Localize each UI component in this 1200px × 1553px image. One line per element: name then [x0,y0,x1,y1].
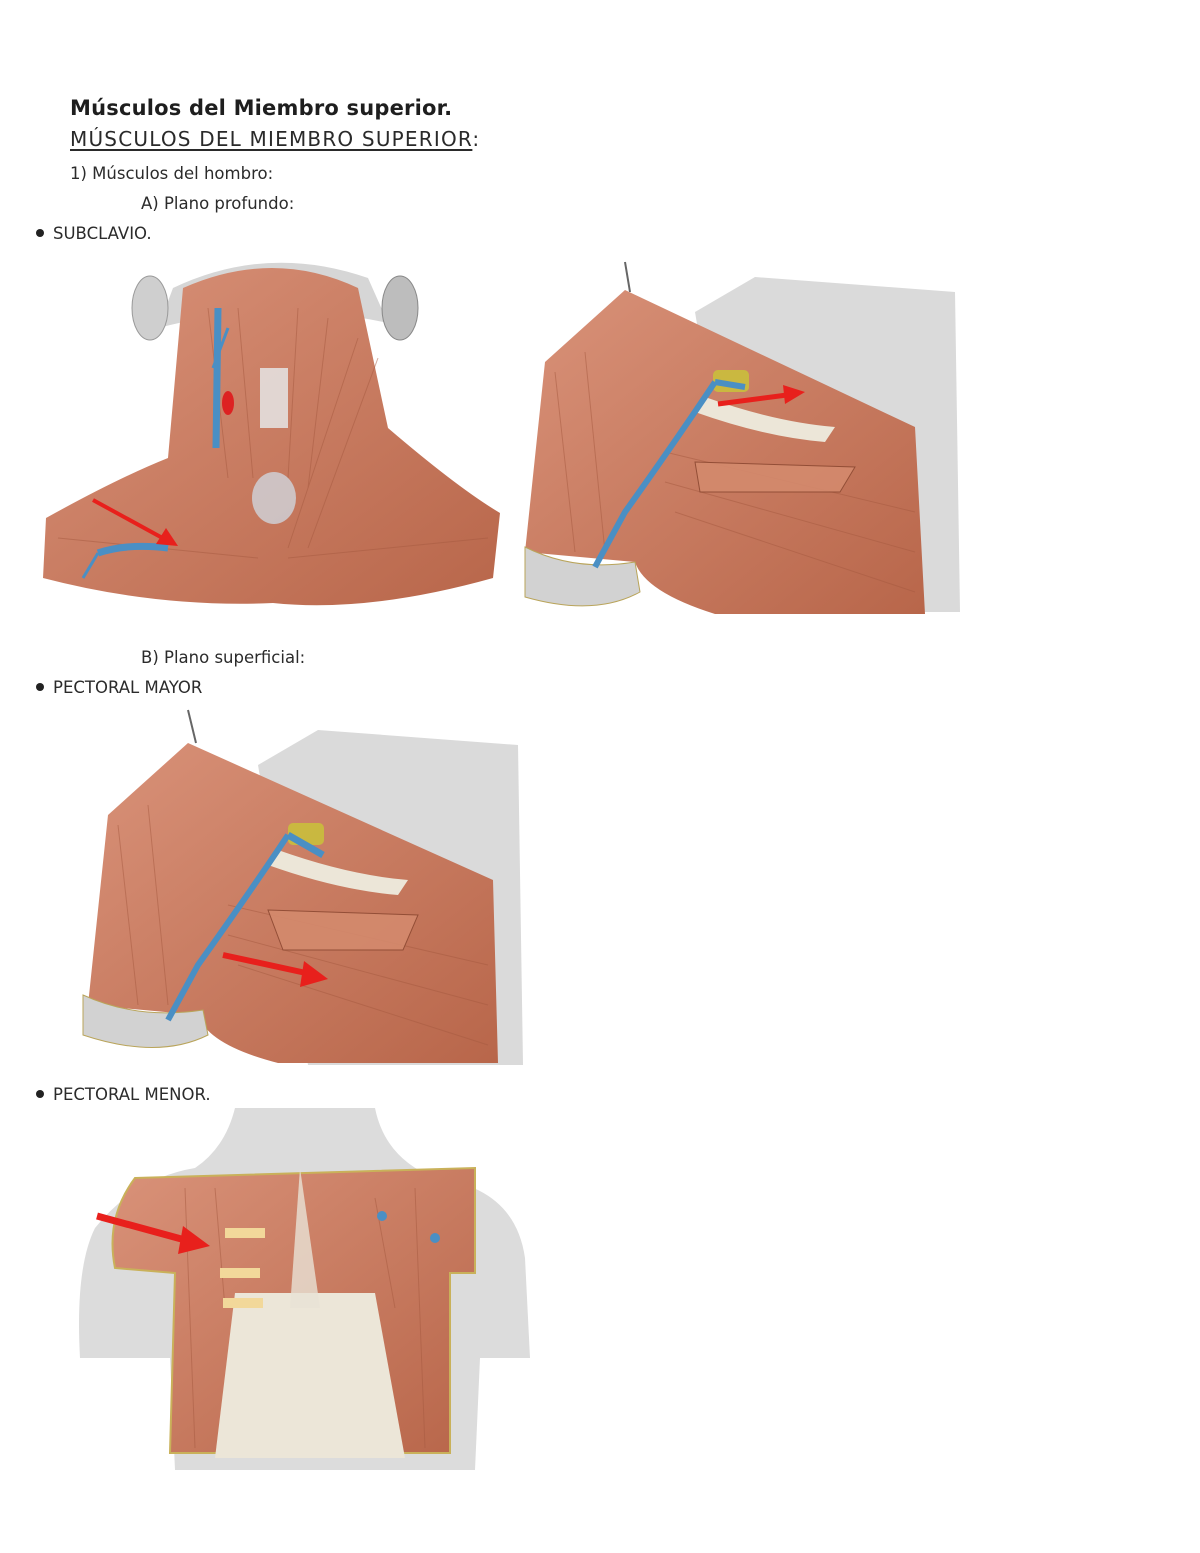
figure-shoulder-superficial-dissection [78,705,526,1067]
document-title: Músculos del Miembro superior. [70,96,453,120]
bullet-label: PECTORAL MAYOR [53,678,203,697]
figure-neck-dissection [38,248,504,610]
shoulder-superficial-anatomy-illustration [82,709,523,1065]
document-subtitle: MÚSCULOS DEL MIEMBRO SUPERIOR: [70,127,480,151]
section-heading-shoulder: 1) Músculos del hombro: [70,164,274,183]
figure-thorax-dissection [75,1108,535,1470]
figure-shoulder-deep-dissection [515,252,963,618]
thorax-anatomy-illustration [79,1108,530,1470]
bullet-item-pectoral-menor: PECTORAL MENOR. [36,1085,211,1104]
bullet-item-subclavio: SUBCLAVIO. [36,224,152,243]
bullet-icon [36,682,44,691]
bullet-label: PECTORAL MENOR. [53,1085,211,1104]
shoulder-deep-anatomy-illustration [524,261,960,614]
bullet-icon [36,1089,44,1098]
bullet-item-pectoral-mayor: PECTORAL MAYOR [36,678,202,697]
subsection-superficial-plane: B) Plano superficial: [141,648,306,667]
subsection-deep-plane: A) Plano profundo: [141,194,295,213]
bullet-label: SUBCLAVIO. [53,224,152,243]
neck-anatomy-illustration [43,262,500,606]
bullet-icon [36,228,44,237]
subtitle-text: MÚSCULOS DEL MIEMBRO SUPERIOR [70,127,473,151]
subtitle-colon: : [472,127,481,151]
